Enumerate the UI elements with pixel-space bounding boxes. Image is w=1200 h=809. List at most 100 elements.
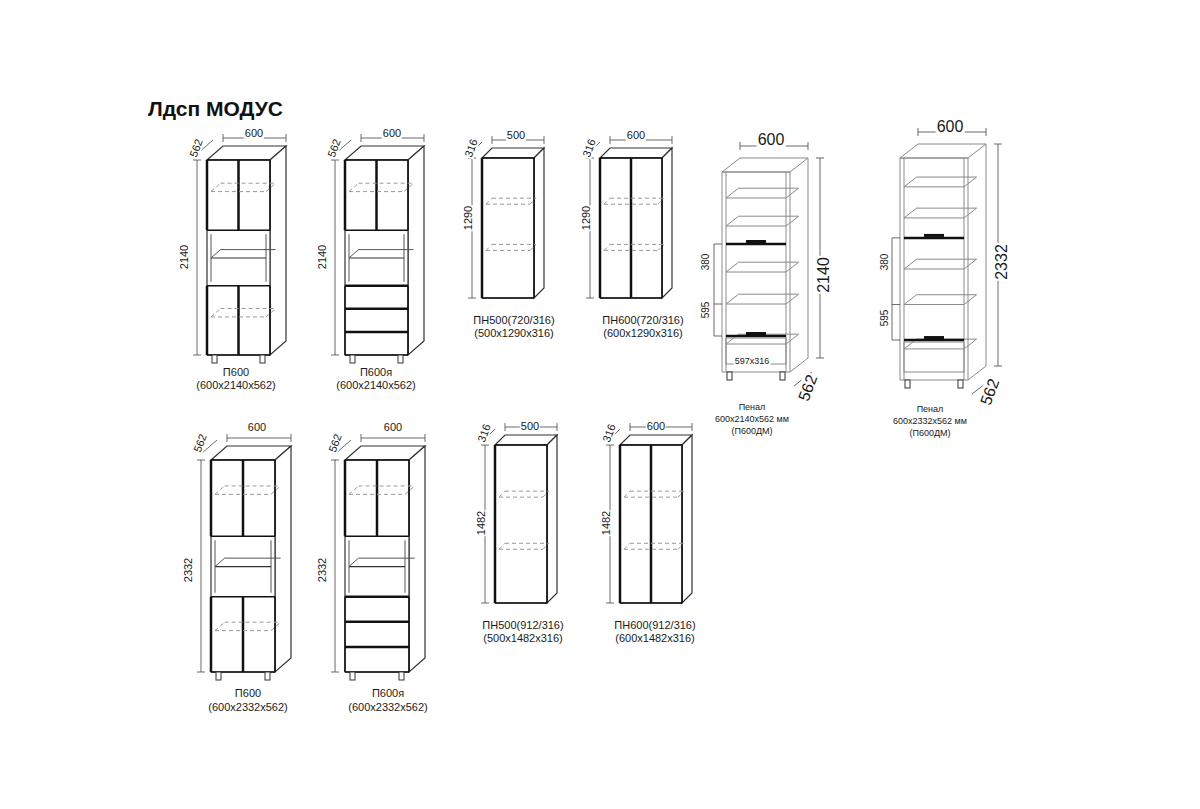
shelf-hidden: [658, 198, 664, 204]
model-caption: П600я: [371, 687, 405, 699]
shelf-hidden: [610, 244, 664, 245]
niche-shelf: [349, 558, 359, 566]
dimension-tick: [481, 445, 489, 446]
cabinet-front: [482, 158, 534, 298]
dimension-label: 2332: [182, 557, 194, 583]
cabinet-leg: [260, 355, 265, 363]
shelf-hidden: [678, 543, 684, 549]
shelf-hidden: [349, 191, 404, 192]
shelf-hidden: [505, 491, 549, 492]
model-caption: (500x1482x316): [482, 632, 564, 644]
shelf-hidden: [658, 244, 664, 250]
handle: [924, 234, 944, 237]
dimension-label: 1290: [580, 205, 592, 231]
model-caption: ПН600(720/316): [601, 314, 684, 326]
door-edge: [210, 597, 213, 672]
door-edge: [482, 297, 534, 299]
shelf-hidden: [221, 183, 276, 184]
cabinet-top: [620, 435, 692, 445]
dimension-tick: [197, 460, 205, 461]
door-edge: [407, 160, 409, 230]
shelf-hidden: [215, 486, 225, 494]
dimension-tick: [505, 423, 506, 431]
drawer-front: [408, 597, 410, 622]
door-edge: [599, 158, 602, 298]
model-caption: (600x2332x562): [347, 701, 429, 713]
shelf-hidden: [543, 543, 549, 549]
shelf-hidden: [349, 183, 359, 191]
frame-edge: [808, 158, 809, 358]
shelf-hidden: [630, 491, 684, 492]
cabinet-front: [495, 445, 547, 603]
door-edge: [344, 460, 347, 536]
dimension-label: 562: [325, 136, 343, 159]
dimension-line: [892, 238, 893, 340]
drawer-front: [345, 285, 408, 288]
dimension-label: 2140: [178, 244, 190, 270]
model-caption: Пенал: [738, 403, 767, 413]
door-edge: [681, 445, 683, 603]
dimension-tick: [586, 298, 594, 299]
niche-shelf: [359, 249, 414, 250]
drawer-front: [408, 622, 410, 647]
handle: [924, 336, 944, 339]
cabinet-side: [409, 446, 425, 672]
model-caption: П600: [234, 687, 262, 699]
niche-shelf: [349, 566, 405, 567]
dimension-tick: [361, 134, 362, 142]
dimension-tick: [714, 336, 722, 337]
drawer-front: [407, 309, 409, 332]
model-caption: 600x2332x562 мм: [892, 417, 968, 427]
model-caption: (600x1482x316): [614, 632, 696, 644]
door-edge: [206, 160, 209, 230]
dimension-tick: [331, 672, 339, 673]
door-edge: [207, 159, 270, 161]
frame-shelf: [904, 295, 977, 305]
dimension-tick: [361, 434, 362, 442]
model-caption: 600x2140x562 мм: [714, 415, 790, 425]
handle: [746, 240, 766, 243]
shelf-hidden: [211, 309, 221, 317]
drawer-front: [345, 331, 408, 334]
cabinet-front: [600, 158, 662, 298]
door-edge: [345, 459, 409, 461]
door-edge: [206, 286, 209, 355]
dimension-label: 562: [326, 431, 344, 454]
dimension-label: 562: [187, 136, 205, 159]
shelf-hidden: [492, 244, 536, 245]
door-split: [237, 160, 240, 230]
dimension-tick: [892, 340, 900, 341]
cabinet-leg: [350, 355, 355, 363]
door-edge: [345, 229, 408, 231]
dimension-line: [335, 160, 336, 355]
dimension-label: 595: [879, 309, 890, 328]
frame-shelf: [726, 294, 799, 304]
shelf-hidden: [486, 198, 492, 204]
drawer-front: [344, 622, 346, 647]
dimension-tick: [331, 460, 339, 461]
cabinet-top: [600, 148, 672, 158]
shelf-hidden: [349, 494, 405, 495]
dimension-label: 380: [700, 253, 711, 272]
drawer-front: [345, 646, 409, 649]
dimension-tick: [714, 304, 722, 305]
drawer-front: [344, 332, 346, 355]
niche-shelf: [211, 257, 266, 258]
cabinet-leg: [399, 672, 404, 680]
model-caption: ПН500(912/316): [481, 619, 564, 631]
frame-shelf: [726, 334, 799, 344]
shelf-hidden: [505, 543, 549, 544]
shelf-hidden: [266, 183, 276, 191]
cabinet-front: [620, 445, 682, 603]
dimension-tick: [692, 423, 693, 431]
model-caption: (600x2140x562): [195, 379, 277, 391]
drawer-front: [345, 308, 408, 311]
cabinet-leg: [958, 380, 963, 388]
dimension-label: 600: [646, 420, 666, 432]
shelf-hidden: [499, 549, 543, 550]
door-edge: [546, 445, 548, 603]
dimension-tick: [223, 134, 224, 142]
dimension-label: 500: [520, 420, 540, 432]
model-caption: (600x2140x562): [335, 379, 417, 391]
dimension-label: 1482: [600, 510, 612, 536]
